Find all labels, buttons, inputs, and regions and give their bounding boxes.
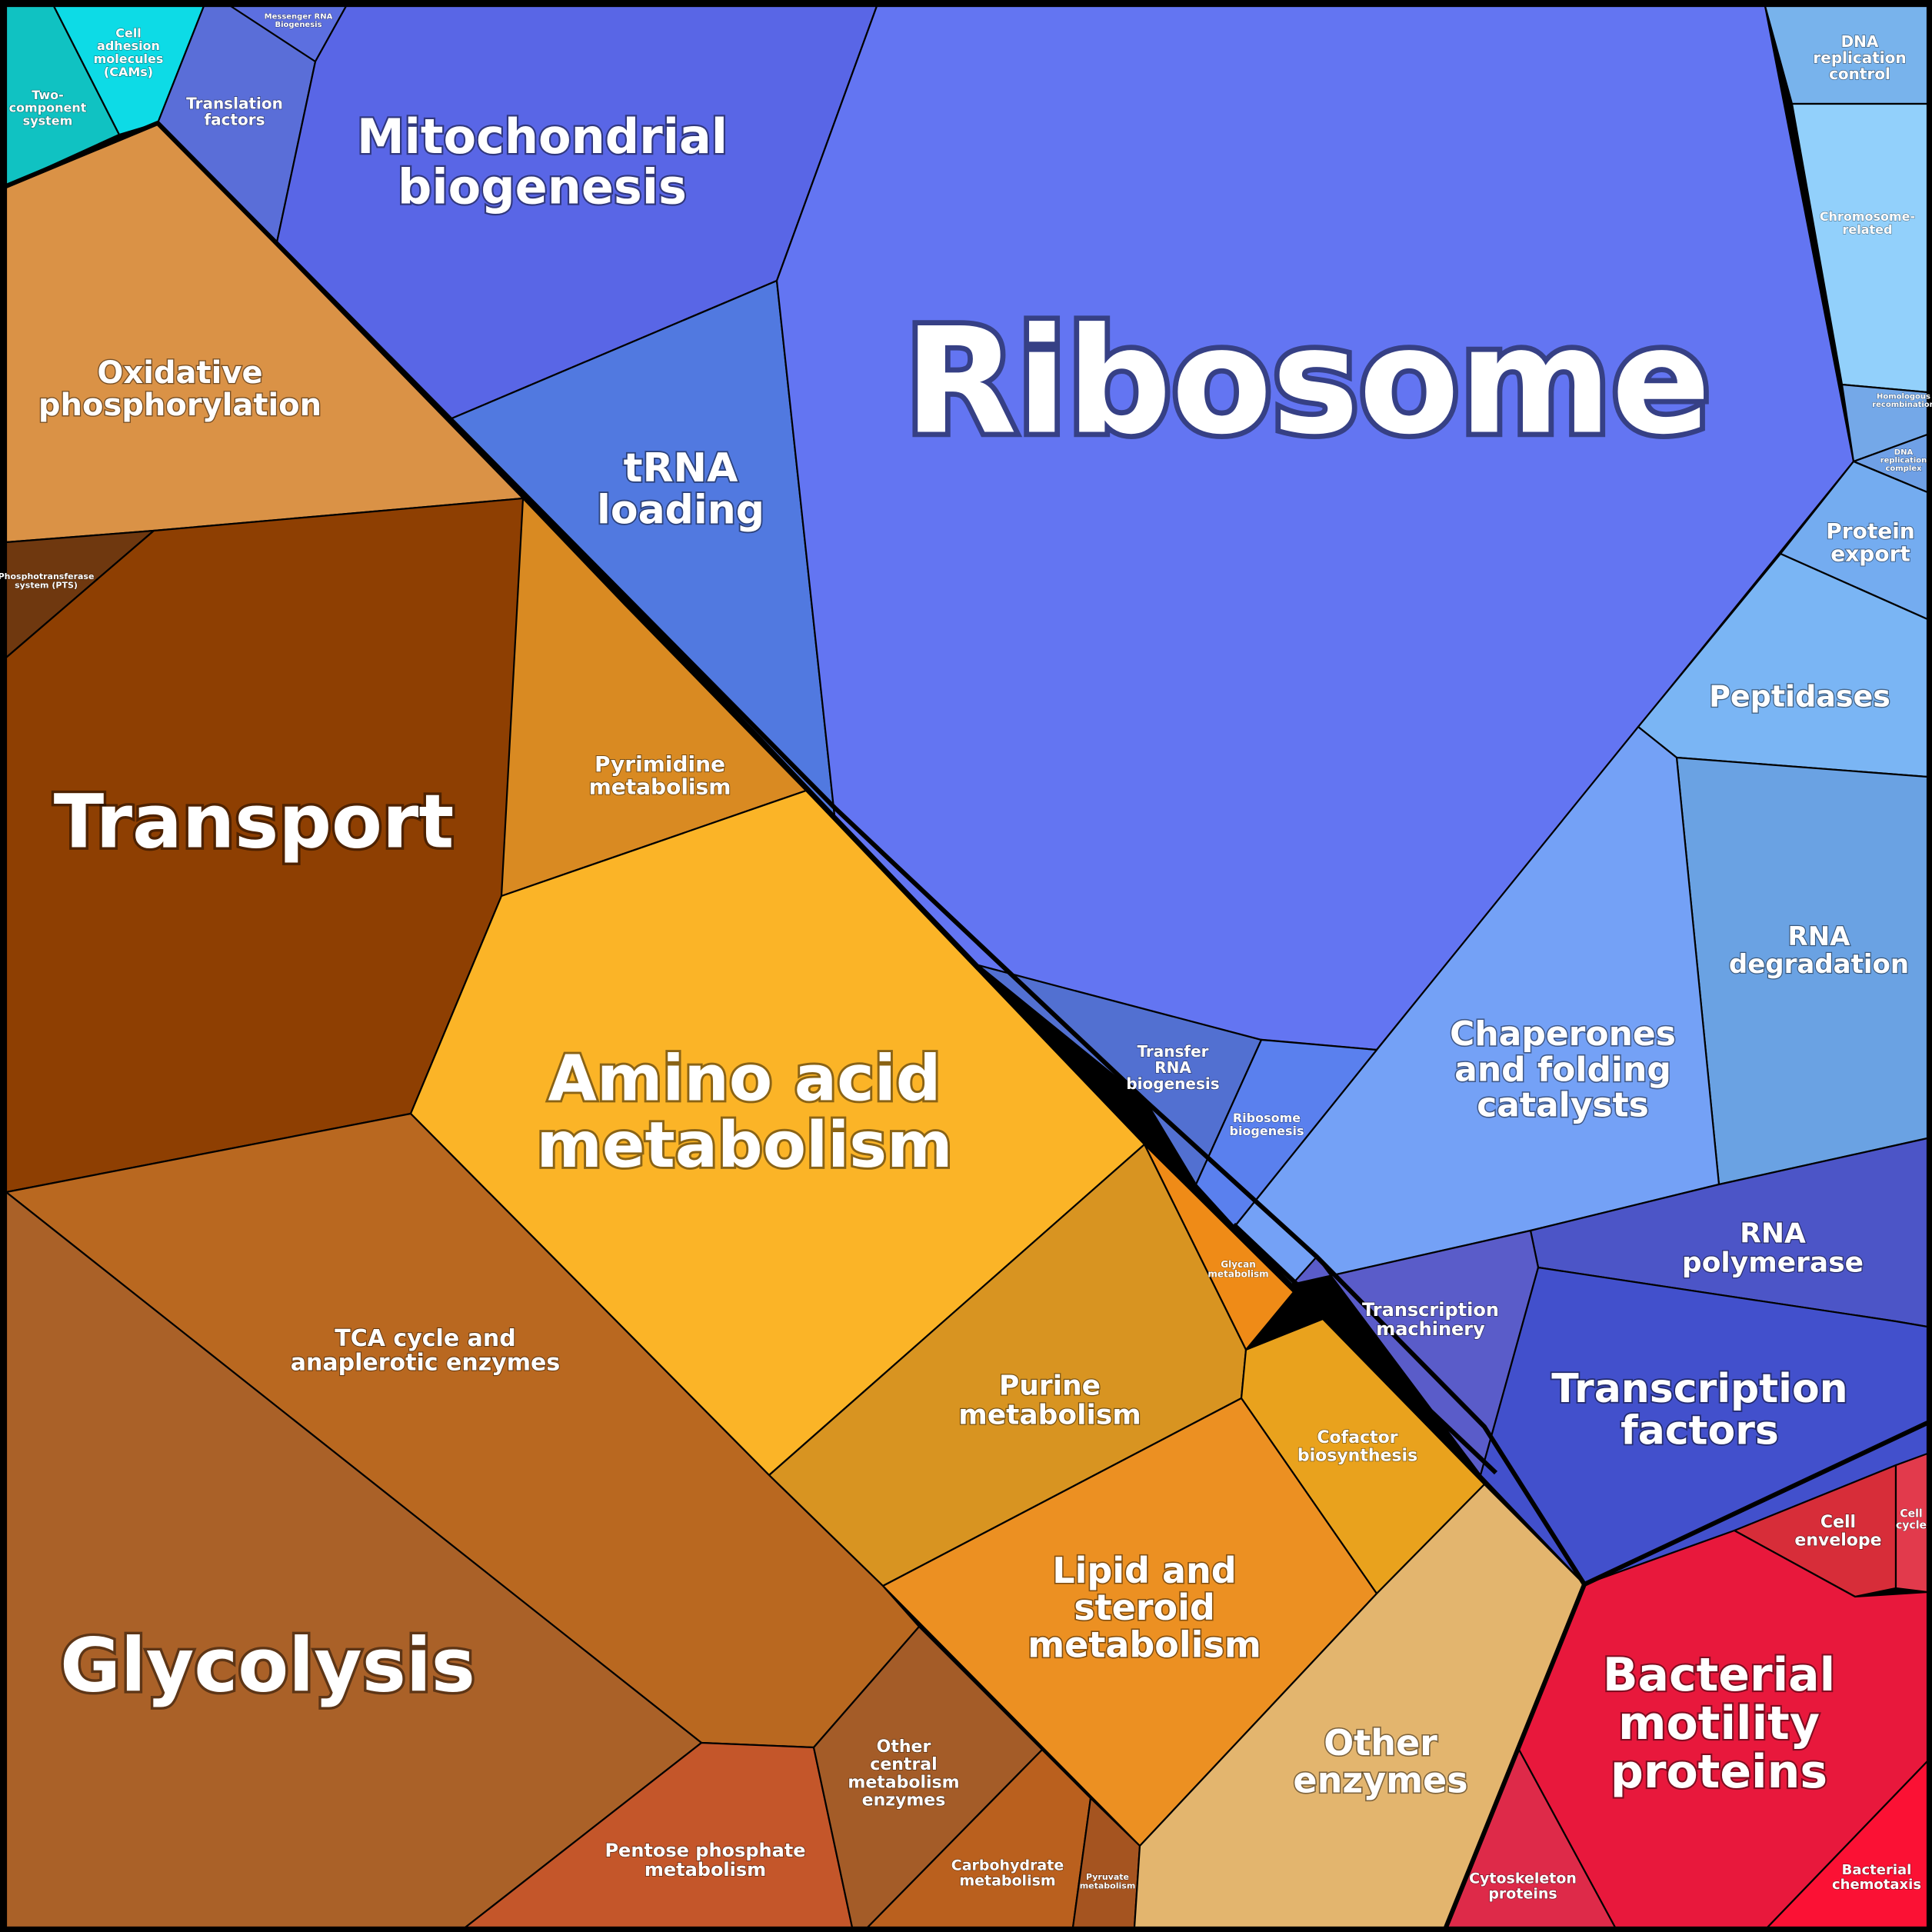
label-ribosome: Ribosome bbox=[904, 297, 1710, 467]
label-chromosome-related: Chromosome-related bbox=[1820, 209, 1915, 237]
label-glycolysis: Glycolysis bbox=[60, 1623, 475, 1709]
group-borders bbox=[5, 121, 1929, 1929]
label-peptidases: Peptidases bbox=[1709, 679, 1890, 713]
cell-bacterial-chemotaxis bbox=[1766, 1760, 1929, 1929]
cells-layer bbox=[5, 5, 1929, 1929]
label-transport: Transport bbox=[54, 779, 454, 865]
